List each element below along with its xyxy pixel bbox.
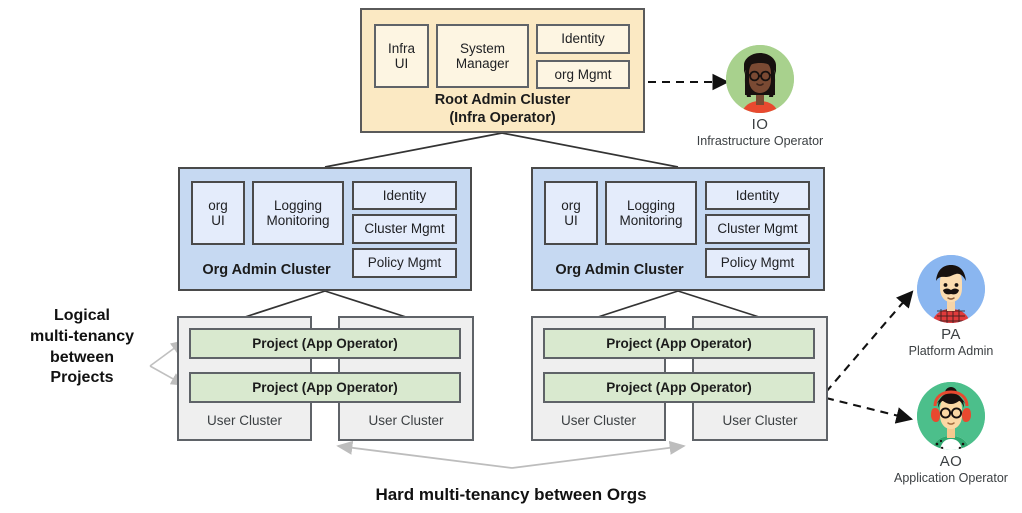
root-component-infra-ui-label: Infra UI [387,40,415,71]
org-left-component-policy-mgmt-label: Policy Mgmt [367,255,442,271]
root-component-system-manager: System Manager [436,24,529,88]
project-left-1: Project (App Operator) [189,328,461,359]
root-component-system-manager-label: System Manager [455,40,510,71]
org-right-component-cluster-mgmt: Cluster Mgmt [705,214,810,244]
root-component-org-mgmt-label: org Mgmt [554,66,612,82]
org-right-component-cluster-mgmt-label: Cluster Mgmt [717,221,798,237]
org-left-component-cluster-mgmt-label: Cluster Mgmt [364,221,445,237]
project-right-1: Project (App Operator) [543,328,815,359]
org-right-component-policy-mgmt-label: Policy Mgmt [720,255,795,271]
root-component-infra-ui: Infra UI [374,24,429,88]
caption-logical-line-2: multi-tenancy [29,327,134,345]
org-left-component-logging-monitoring: Logging Monitoring [252,181,344,245]
caption-logical-line-4: Projects [50,369,114,387]
org-admin-cluster-left-title: Org Admin Cluster [202,262,331,278]
org-right-component-policy-mgmt: Policy Mgmt [705,248,810,278]
person-avatar-ao-icon [917,382,985,450]
caption-logical-multitenancy: Logical multi-tenancy between Projects [12,306,152,389]
root-component-identity: Identity [536,24,630,54]
org-right-component-org-ui-label: org UI [561,197,581,228]
project-right-2: Project (App Operator) [543,372,815,403]
user-cluster-right-1-label: User Cluster [560,413,636,428]
persona-ao-initials: AO [939,453,963,470]
persona-io-initials: IO [751,116,769,133]
caption-logical-line-1: Logical [53,307,110,324]
project-right-1-label: Project (App Operator) [606,335,752,351]
person-avatar-pa-icon [917,255,985,323]
org-right-component-identity-label: Identity [735,187,780,203]
persona-io: IO Infrastructure Operator [694,45,826,148]
caption-hard-multitenancy: Hard multi-tenancy between Orgs [375,485,647,504]
persona-ao: AO Application Operator [885,382,1017,485]
root-admin-cluster-title-line1: Root Admin Cluster [434,92,571,108]
persona-pa: PA Platform Admin [885,255,1017,358]
project-left-2-label: Project (App Operator) [252,379,398,395]
person-avatar-io-icon [726,45,794,113]
persona-io-role: Infrastructure Operator [696,134,824,148]
org-left-component-identity-label: Identity [382,187,427,203]
root-component-org-mgmt: org Mgmt [536,60,630,89]
org-right-component-logging-monitoring: Logging Monitoring [605,181,697,245]
project-right-2-label: Project (App Operator) [606,379,752,395]
persona-pa-initials: PA [941,326,961,343]
user-cluster-right-2-label: User Cluster [722,413,798,428]
project-left-1-label: Project (App Operator) [252,335,398,351]
user-cluster-left-2-label: User Cluster [368,413,444,428]
org-right-component-logging-monitoring-label: Logging Monitoring [619,197,683,228]
persona-pa-role: Platform Admin [908,344,994,358]
persona-ao-role: Application Operator [894,471,1008,485]
org-left-component-logging-monitoring-label: Logging Monitoring [266,197,330,228]
user-cluster-left-1-label: User Cluster [206,413,282,428]
org-left-component-policy-mgmt: Policy Mgmt [352,248,457,278]
project-left-2: Project (App Operator) [189,372,461,403]
org-left-component-identity: Identity [352,181,457,210]
org-right-component-identity: Identity [705,181,810,210]
org-admin-cluster-right-title: Org Admin Cluster [555,262,684,278]
org-left-component-org-ui-label: org UI [208,197,228,228]
caption-logical-line-3: between [49,348,114,366]
org-right-component-org-ui: org UI [544,181,598,245]
root-admin-cluster-title: Root Admin Cluster (Infra Operator) [360,92,645,127]
org-left-component-org-ui: org UI [191,181,245,245]
org-left-component-cluster-mgmt: Cluster Mgmt [352,214,457,244]
root-admin-cluster-title-line2: (Infra Operator) [449,109,556,126]
root-component-identity-label: Identity [561,31,605,47]
